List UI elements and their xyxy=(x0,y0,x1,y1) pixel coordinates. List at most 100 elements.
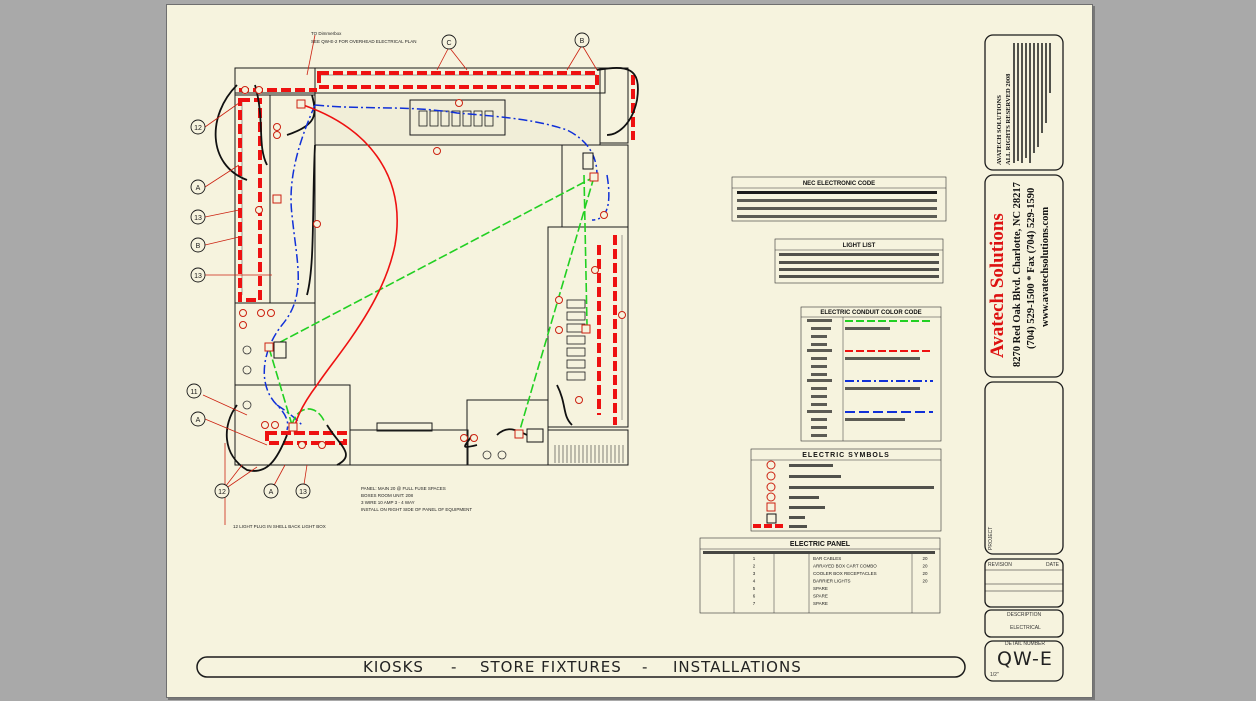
callout-13-1 xyxy=(190,209,206,225)
electric-panel-table: ELECTRIC PANEL 1 BAR CABLES 20 2 ARRAYED BOX… xyxy=(699,537,941,614)
callout-c xyxy=(441,34,457,50)
callout-label: 11 xyxy=(190,389,197,396)
panel-title: ELECTRIC PANEL xyxy=(790,541,851,548)
symbols-title: ELECTRIC SYMBOLS xyxy=(802,452,890,459)
callout-12-bottom xyxy=(214,483,230,499)
nec-title: NEC ELECTRONIC CODE xyxy=(803,181,875,187)
description-value: ELECTRICAL xyxy=(1010,625,1041,631)
panel-note-4: INSTALL ON RIGHT SIDE OF PANEL OF EQUIPM… xyxy=(361,507,472,512)
panel-row-number: 1 xyxy=(753,556,756,561)
panel-note-2: BOXES ROOM UNIT: 208 xyxy=(361,493,414,498)
control-dials xyxy=(242,345,507,460)
bottom-note: 12 LIGHT PLUG IN SHELL BACK LIGHT BOX xyxy=(233,524,326,529)
conduit-color-table: ELECTRIC CONDUIT COLOR CODE xyxy=(800,306,942,442)
nec-code-table: NEC ELECTRONIC CODE xyxy=(731,176,947,222)
black-wiring xyxy=(214,67,639,472)
company-name: Avatech Solutions xyxy=(987,213,1008,358)
callout-13-3 xyxy=(295,483,311,499)
callout-label: 12 xyxy=(194,125,202,132)
callout-11 xyxy=(186,383,202,399)
conduit-title: ELECTRIC CONDUIT COLOR CODE xyxy=(820,310,921,316)
light-list-table: LIGHT LIST xyxy=(774,238,944,284)
title-block xyxy=(984,34,1064,682)
date-label: DATE xyxy=(1046,562,1059,568)
callout-a-2 xyxy=(190,411,206,427)
callout-label: C xyxy=(446,40,451,47)
detail-label: DETAIL NUMBER xyxy=(1005,641,1046,647)
panel-row-amps: 20 xyxy=(922,579,928,584)
drawing-sheet: 12 A 13 B 13 11 A 12 A 13 C B TO Dimmerb… xyxy=(166,4,1093,698)
panel-row-load: SPARE xyxy=(813,586,828,591)
copyright-line-1: AVATECH SOLUTIONS xyxy=(996,95,1003,165)
panel-row-load: SPARE xyxy=(813,594,828,599)
panel-row-load: SPARE xyxy=(813,601,828,606)
panel-row-load: BARRIER LIGHTS xyxy=(813,579,851,584)
callout-12-top xyxy=(190,119,206,135)
banner-separator-1: - xyxy=(451,658,458,676)
green-circuit xyxy=(268,174,595,434)
panel-note-3: 3 WIRE 10 AMP 3 - 4 WAY xyxy=(361,500,415,505)
callout-label: 13 xyxy=(194,273,202,280)
junction-boxes xyxy=(264,99,599,439)
copyright-line-2: ALL RIGHTS RESERVED 2008 xyxy=(1005,73,1012,165)
callout-label: A xyxy=(196,185,201,192)
panel-note-1: PANEL: MAIN 20 @ FULL FUSE SPACES xyxy=(361,486,446,491)
panel-row-load: COOLER BOX RECEPTACLES xyxy=(813,571,877,576)
receptacle-symbols xyxy=(239,86,626,449)
callout-labels: 12 A 13 B 13 11 A 12 A 13 C B xyxy=(190,38,584,496)
panel-row-load: BAR CABLES xyxy=(813,556,841,561)
light-list-title: LIGHT LIST xyxy=(843,243,876,249)
callout-13-2 xyxy=(190,267,206,283)
callout-bubbles xyxy=(186,32,590,499)
breaker-panel-top xyxy=(418,110,494,127)
plan-notes: TO Dimmerbox SEE QW-E-2 FOR OVERHEAD ELE… xyxy=(233,31,472,529)
callout-a-1 xyxy=(190,179,206,195)
project-label: PROJECT xyxy=(988,526,994,550)
panel-row-amps: 20 xyxy=(922,564,928,569)
callout-label: B xyxy=(580,38,585,45)
top-note-2: SEE QW-E-2 FOR OVERHEAD ELECTRICAL PLAN xyxy=(311,39,417,44)
panel-rows: 1 BAR CABLES 20 2 ARRAYED BOX CART COMBO 20 3 C… xyxy=(753,556,928,606)
description-label: DESCRIPTION xyxy=(1007,612,1042,618)
legal-fine-print xyxy=(1013,43,1051,163)
callout-label: A xyxy=(269,489,274,496)
company-phone: (704) 529-1500 * Fax (704) 529-1590 xyxy=(1026,187,1037,349)
panel-row-number: 4 xyxy=(753,579,756,584)
callout-label: B xyxy=(196,243,201,250)
breaker-panel-right xyxy=(566,299,586,381)
detail-number: QW-E xyxy=(997,648,1053,670)
company-website: www.avatechsolutions.com xyxy=(1040,206,1051,327)
panel-row-number: 7 xyxy=(753,601,756,606)
light-strips xyxy=(238,71,635,445)
callout-label: A xyxy=(196,417,201,424)
electric-symbols-table: ELECTRIC SYMBOLS xyxy=(750,448,942,532)
panel-row-amps: 20 xyxy=(922,571,928,576)
callout-b-1 xyxy=(190,237,206,253)
callout-b-2 xyxy=(574,32,590,48)
panel-row-number: 6 xyxy=(753,594,756,599)
callout-a-3 xyxy=(263,483,279,499)
callout-label: 12 xyxy=(218,489,226,496)
scale-value: 1/2" xyxy=(990,672,999,678)
panel-row-number: 3 xyxy=(753,571,756,576)
callout-label: 13 xyxy=(299,489,307,496)
red-circuit xyxy=(293,102,398,436)
panel-row-amps: 20 xyxy=(922,556,928,561)
leader-lines xyxy=(202,34,598,525)
blue-circuit xyxy=(263,104,610,431)
fixture-outlines xyxy=(234,67,629,466)
company-address: 8270 Red Oak Blvd. Charlotte, NC 28217 xyxy=(1012,182,1023,367)
fan-symbols xyxy=(273,152,594,443)
panel-row-load: ARRAYED BOX CART COMBO xyxy=(813,564,877,569)
electrical-plan: 12 A 13 B 13 11 A 12 A 13 C B TO Dimmerb… xyxy=(186,31,1064,682)
callout-label: 13 xyxy=(194,215,202,222)
banner-kiosks: KIOSKS xyxy=(363,658,424,676)
panel-row-number: 5 xyxy=(753,586,756,591)
banner-store-fixtures: STORE FIXTURES xyxy=(480,658,622,676)
title-banner xyxy=(196,656,966,678)
revision-label: REVISION xyxy=(988,562,1012,568)
banner-installations: INSTALLATIONS xyxy=(673,658,802,676)
banner-separator-2: - xyxy=(642,658,649,676)
top-note-1: TO Dimmerbox xyxy=(311,31,342,36)
panel-row-number: 2 xyxy=(753,564,756,569)
